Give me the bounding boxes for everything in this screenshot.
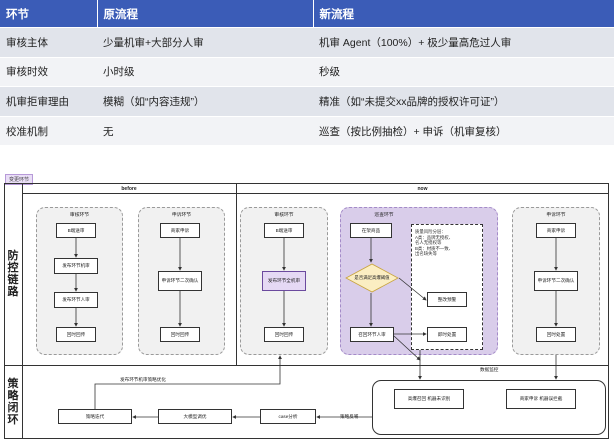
table-row: 机审拒审理由 模糊（如“内容违规”） 精准（如“未提交xx品牌的授权许可证”）	[0, 86, 614, 117]
comparison-table: 环节 原流程 新流程 审核主体 少量机审+大部分人审 机审 Agent（100%…	[0, 0, 614, 146]
data-monitor-label: 数据监控	[480, 367, 499, 372]
table-row: 审核主体 少量机审+大部分人审 机审 Agent（100%）+ 极少量高危过人审	[0, 27, 614, 58]
before-step-b-submit: B端送审	[56, 223, 96, 238]
table-cell: 小时级	[97, 56, 313, 87]
case-analysis-box: case分析	[260, 409, 316, 424]
note-line: 名人无授权等	[415, 240, 442, 246]
strategy-iteration-box: 策略迭代	[58, 409, 132, 424]
header-old-flow: 原流程	[97, 0, 314, 28]
table-cell: 机审 Agent（100%）+ 极少量高危过人审	[313, 27, 614, 58]
group-title: 申诉环节	[171, 213, 192, 218]
group-title: 审核环节	[274, 213, 294, 218]
column-header-before: before	[121, 186, 137, 192]
now-step-recall-human: 召回环节人审	[350, 327, 394, 342]
before-step-appeal-return: 回时回传	[160, 327, 200, 342]
box-hot-recall-missed: 高爆召回 机器未识别	[394, 389, 464, 409]
before-now-divider	[236, 183, 237, 365]
table-cell: 模糊（如“内容违规”）	[97, 86, 313, 117]
table-cell: 校准机制	[0, 115, 97, 146]
row-label-strategy-loop: 策略闭环	[7, 378, 19, 426]
table-row: 校准机制 无 巡查（按比例抽检）+ 申诉（机审复核）	[0, 115, 614, 146]
group-title: 申诉环节	[546, 213, 566, 218]
row-divider	[4, 365, 609, 366]
decision-label: 是否满足高爆阈值	[354, 275, 390, 280]
now-step-instant-handle: 即时处置	[427, 327, 467, 342]
group-title: 审核环节	[69, 213, 90, 218]
row-label-control-chain: 防控链路	[7, 250, 19, 298]
change-stage-tag: 变更环节	[5, 174, 34, 185]
header-new-flow: 新流程	[313, 0, 614, 28]
threshold-decision: 是否满足高爆阈值	[345, 263, 399, 293]
table-header-row: 环节 原流程 新流程	[0, 0, 614, 28]
now-step-return: 回时回传	[264, 327, 304, 342]
header-stage: 环节	[0, 0, 98, 28]
note-line: 出名缺失等	[415, 251, 437, 257]
group-title: 巡查环节	[374, 213, 394, 218]
note-line: B类：材质不一致、	[415, 245, 454, 251]
before-step-return: 回时回传	[56, 327, 96, 342]
decision-diamond-icon	[345, 263, 399, 293]
column-header-now: now	[417, 186, 428, 192]
table-row: 审核时效 小时级 秒级	[0, 56, 614, 87]
table-cell: 少量机审+大部分人审	[97, 27, 313, 58]
before-step-appeal-confirm: 申诉环节二次确认	[158, 271, 202, 291]
now-step-merchant-appeal: 商家申诉	[536, 223, 576, 238]
now-step-full-machine: 发布环节全机审	[262, 271, 306, 291]
now-step-rectify-warning: 整改预警	[427, 292, 467, 307]
llm-tuning-box: 大模型调优	[158, 409, 232, 424]
flow-diagram-frame	[4, 183, 609, 439]
publish-optimize-label: 发布环节机审策略优化	[120, 377, 166, 382]
table-cell: 机审拒审理由	[0, 86, 97, 117]
note-line: 质量风险分层：	[415, 229, 446, 234]
now-step-appeal-confirm: 申诉环节二次确认	[534, 271, 578, 291]
table-cell: 无	[97, 115, 313, 146]
table-cell: 秒级	[313, 56, 614, 87]
table-cell: 精准（如“未提交xx品牌的授权许可证”）	[313, 86, 614, 117]
now-step-listed-goods: 在架商品	[350, 223, 392, 238]
before-step-merchant-appeal: 商家申诉	[160, 223, 200, 238]
table-cell: 审核主体	[0, 27, 97, 58]
column-header-divider	[22, 193, 609, 194]
now-step-b-submit: B端送审	[264, 223, 304, 238]
note-line: A类：品牌无授权、	[415, 234, 454, 240]
table-cell: 审核时效	[0, 56, 97, 87]
before-step-publish-human: 发布环节人审	[54, 292, 98, 308]
box-appeal-misblock: 商家申诉 机器误拦截	[506, 389, 576, 409]
row-label-divider	[22, 183, 23, 439]
risk-tier-text: 质量风险分层： A类：品牌无授权、 名人无授权等 B类：材质不一致、 出名缺失等	[415, 229, 453, 257]
feedback-label: 策略反哺	[340, 414, 359, 419]
before-step-publish-machine: 发布环节机审	[54, 258, 98, 274]
table-cell: 巡查（按比例抽检）+ 申诉（机审复核）	[313, 115, 614, 146]
now-step-appeal-handle: 回时处置	[536, 327, 576, 342]
